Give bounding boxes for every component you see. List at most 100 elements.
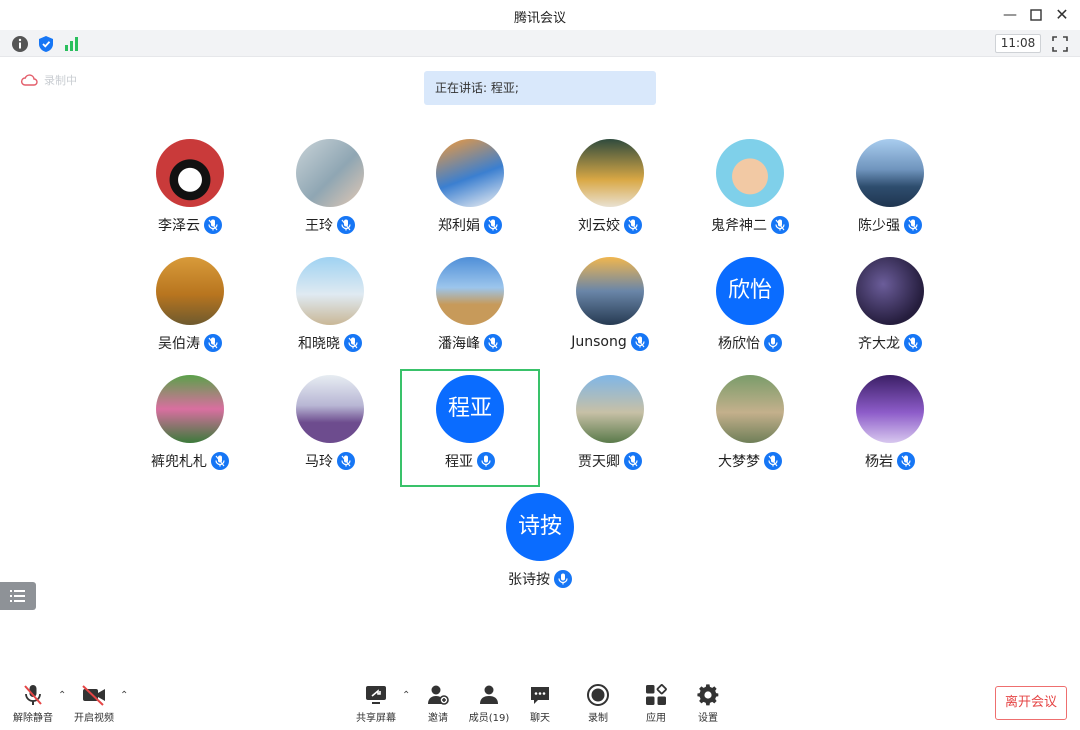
meeting-time: 11:08 (995, 34, 1041, 53)
leave-meeting-button[interactable]: 离开会议 (995, 686, 1067, 720)
start-video-button[interactable]: 开启视频 (67, 683, 121, 727)
settings-button[interactable]: 设置 (681, 683, 735, 727)
participant-list-toggle[interactable] (0, 582, 36, 610)
microphone-icon (484, 334, 502, 352)
info-bar: 11:08 (0, 30, 1080, 57)
participant-tile[interactable]: 潘海峰 (400, 257, 540, 375)
signal-icon[interactable] (63, 35, 81, 53)
avatar (856, 139, 924, 207)
avatar (576, 139, 644, 207)
cloud-icon (20, 74, 38, 86)
participant-name-row: 郑利娟 (400, 215, 540, 235)
participant-tile[interactable]: 裤兜札札 (120, 375, 260, 493)
participant-tile[interactable]: Junsong (540, 257, 680, 375)
share-screen-label: 共享屏幕 (356, 713, 396, 724)
share-screen-button[interactable]: 共享屏幕 (349, 683, 403, 727)
chat-button[interactable]: 聊天 (513, 683, 567, 727)
recording-indicator: 录制中 (20, 72, 77, 88)
participant-tile[interactable]: 齐大龙 (820, 257, 960, 375)
avatar (156, 257, 224, 325)
chat-label: 聊天 (530, 713, 550, 724)
participant-name-row: 杨岩 (820, 451, 960, 471)
participant-tile[interactable]: 吴伯涛 (120, 257, 260, 375)
participant-name: 和晓晓 (298, 336, 340, 352)
participant-name-row: 和晓晓 (260, 333, 400, 353)
participant-tile[interactable]: 鬼斧神二 (680, 139, 820, 257)
microphone-icon (204, 334, 222, 352)
participant-name: 王玲 (305, 218, 333, 234)
microphone-icon (630, 333, 649, 351)
start-video-label: 开启视频 (74, 713, 114, 724)
invite-label: 邀请 (428, 713, 448, 724)
maximize-button[interactable] (1025, 5, 1047, 25)
unmute-label: 解除静音 (13, 713, 53, 724)
video-options-chevron-icon[interactable]: ⌃ (120, 690, 129, 701)
microphone-icon (337, 452, 355, 470)
participant-name-row: 王玲 (260, 215, 400, 235)
participant-tile[interactable]: 李泽云 (120, 139, 260, 257)
participant-name-row: 鬼斧神二 (680, 215, 820, 235)
avatar (296, 375, 364, 443)
participant-tile[interactable]: 贾天卿 (540, 375, 680, 493)
window-title: 腾讯会议 (513, 11, 566, 26)
add-person-icon (428, 685, 449, 705)
participant-tile[interactable]: 刘云姣 (540, 139, 680, 257)
participant-name: 马玲 (305, 454, 333, 470)
minimize-button[interactable]: — (1003, 7, 1017, 23)
microphone-icon (624, 216, 642, 234)
participant-tile[interactable]: 大梦梦 (680, 375, 820, 493)
record-button[interactable]: 录制 (571, 683, 625, 727)
avatar (716, 375, 784, 443)
participant-tile[interactable]: 郑利娟 (400, 139, 540, 257)
avatar (436, 257, 504, 325)
participant-name: 程亚 (445, 454, 473, 470)
apps-label: 应用 (646, 713, 666, 724)
muted-microphone-icon (24, 685, 42, 705)
participant-tile[interactable]: 杨岩 (820, 375, 960, 493)
participant-tile[interactable]: 王玲 (260, 139, 400, 257)
avatar (856, 257, 924, 325)
recording-label: 录制中 (44, 74, 77, 87)
avatar (856, 375, 924, 443)
participant-name-row: 李泽云 (120, 215, 260, 235)
shield-icon[interactable] (37, 35, 55, 53)
audio-options-chevron-icon[interactable]: ⌃ (58, 690, 67, 701)
invite-button[interactable]: 邀请 (411, 683, 465, 727)
members-button[interactable]: 成员(19) (462, 683, 516, 727)
microphone-icon (204, 216, 222, 234)
participant-name: 陈少强 (858, 218, 900, 234)
microphone-icon (764, 334, 782, 352)
fullscreen-icon[interactable] (1051, 35, 1069, 53)
avatar: 欣怡 (716, 257, 784, 325)
info-icon[interactable] (11, 35, 29, 53)
participant-tile[interactable]: 诗按张诗按 (470, 493, 610, 611)
people-icon (480, 685, 498, 704)
microphone-icon (904, 216, 922, 234)
participant-name-row: 吴伯涛 (120, 333, 260, 353)
participant-name: 贾天卿 (578, 454, 620, 470)
participant-tile[interactable]: 马玲 (260, 375, 400, 493)
microphone-icon (771, 216, 789, 234)
microphone-icon (904, 334, 922, 352)
participant-name-row: 张诗按 (470, 569, 610, 589)
participant-tile[interactable]: 和晓晓 (260, 257, 400, 375)
record-icon (587, 684, 609, 706)
participant-tile[interactable]: 欣怡杨欣怡 (680, 257, 820, 375)
participant-name: 郑利娟 (438, 218, 480, 234)
video-off-icon (82, 685, 105, 706)
microphone-icon (897, 452, 915, 470)
list-icon (10, 590, 25, 602)
apps-button[interactable]: 应用 (629, 683, 683, 727)
avatar (296, 139, 364, 207)
participant-name-row: 程亚 (400, 451, 540, 471)
participant-tile[interactable]: 陈少强 (820, 139, 960, 257)
settings-label: 设置 (698, 713, 718, 724)
microphone-icon (484, 216, 502, 234)
share-options-chevron-icon[interactable]: ⌃ (402, 690, 411, 701)
bottom-toolbar: 解除静音 ⌃ 开启视频 ⌃ 共享屏幕 ⌃ 邀请 成员(19) 聊天 录制 (0, 676, 1080, 730)
close-button[interactable]: ✕ (1055, 5, 1069, 24)
participant-tile[interactable]: 程亚程亚 (400, 375, 540, 493)
unmute-button[interactable]: 解除静音 (6, 683, 60, 727)
share-screen-icon (366, 686, 386, 704)
